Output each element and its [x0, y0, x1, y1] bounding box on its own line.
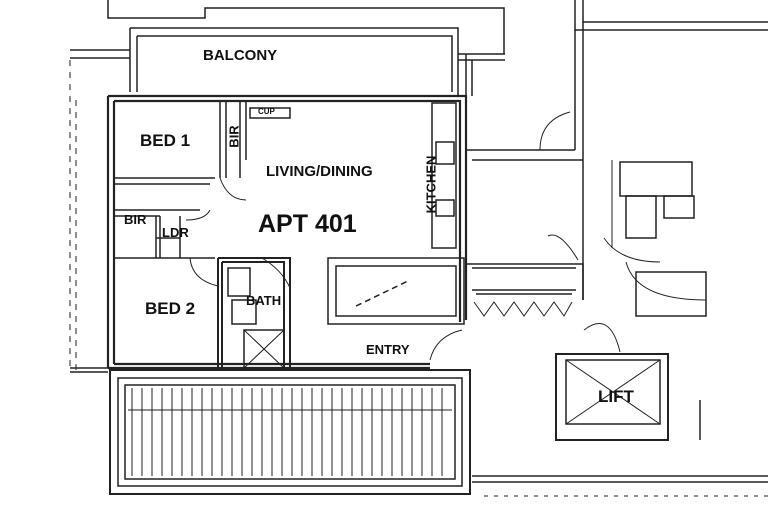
building-outline-top [107, 0, 505, 54]
bed2-label: BED 2 [145, 299, 196, 318]
living-dining-label: LIVING/DINING [266, 163, 373, 180]
bir1-label: BIR [226, 125, 242, 148]
balcony-label: BALCONY [203, 47, 278, 64]
lift-label: LIFT [598, 387, 634, 406]
bed1-label: BED 1 [140, 131, 191, 150]
lift-shaft [555, 353, 669, 441]
bir2-label: BIR [124, 212, 147, 227]
cupboard-label: CUP [258, 107, 275, 116]
entry-label: ENTRY [366, 342, 410, 357]
ldr-label: LDR [162, 225, 189, 240]
kitchen-label: KITCHEN [423, 155, 439, 214]
bath-label: BATH [246, 293, 282, 308]
balcony-outline [129, 27, 505, 96]
storage-box [327, 257, 465, 325]
stair-block [109, 369, 471, 495]
corridor-railing [473, 301, 573, 317]
apartment-number: APT 401 [258, 210, 357, 238]
